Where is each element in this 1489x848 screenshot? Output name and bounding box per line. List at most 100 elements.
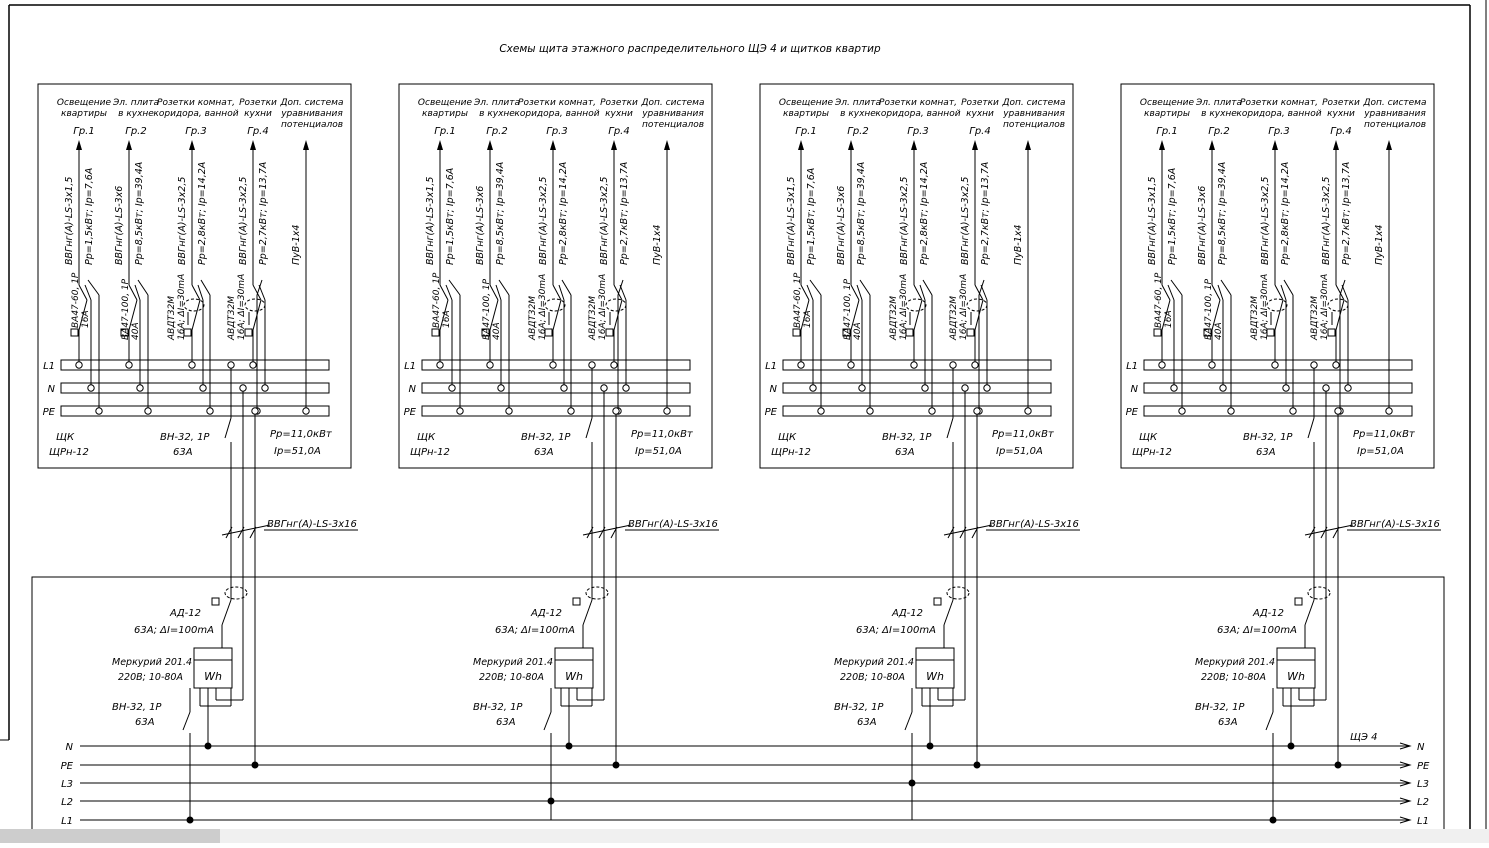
floor-bus-label-left: L3 [61,779,73,790]
breaker-actuator [905,328,914,337]
input-breaker-label: ВН-32, 1Р [1243,432,1293,443]
cable-slash [1320,526,1328,539]
breaker-actuator [431,328,440,337]
terminal [1344,384,1352,392]
meter-box [915,647,955,689]
neutral-wire [1167,284,1175,301]
junction-dot [1287,742,1295,750]
breaker-actuator [183,328,192,337]
cable-slash [610,526,618,539]
cable-slash [598,526,606,539]
arrow-head [1159,140,1165,150]
terminal [809,384,817,392]
meter-box [554,647,594,689]
cable-slash [237,526,245,539]
cable-label: ВВГнг(А)-LS-3х6 [114,186,125,265]
rcd-sensor [966,298,988,312]
group-number-label: Гр.2 [125,126,146,137]
junction-dot [565,742,573,750]
pe-wire [87,279,100,296]
cable-tick [943,524,993,536]
neutral-wire [1280,284,1287,301]
junction-dot [973,761,981,769]
pe-wire [922,279,933,296]
breaker-actuator [544,328,553,337]
pe-wire [256,279,263,296]
input-breaker-rating: 63А [534,447,554,458]
floor-breaker-label: ВН-32, 1Р [473,702,523,713]
floor-bus-label-right: L1 [1417,816,1429,827]
neutral-wire [1217,284,1224,301]
bus-l1 [421,359,691,371]
load-label: Pp=2,8кВт; Ip=14,2А [558,162,569,265]
floor-bus-label-left: N [66,742,74,753]
breaker-label: ВА47-100, 1Р [482,278,492,340]
bus-label: L1 [765,361,777,372]
breaker-label: ВА47-100, 1Р [1204,278,1214,340]
meter-label: Меркурий 201.4 [112,657,192,668]
bus-arrow [1399,797,1412,805]
breaker-label: ВА47-60, 1Р [793,272,803,328]
rcd-sensor [544,298,566,312]
junction-dot [612,761,620,769]
phase-wire [913,284,923,301]
neutral-wire [856,284,863,301]
cable-label: ВВГнг(А)-LS-3х2,5 [599,177,610,265]
floor-breaker-contact [543,711,552,731]
group-number-label: Гр.2 [486,126,507,137]
breaker-label: АВДТ32М [1310,296,1320,341]
total-current: Ip=51,0А [1357,446,1404,457]
breaker-rating: 40А [131,322,141,340]
group-name-label: Розетки комнат,коридора, ванной [875,98,960,119]
rcd-sensor [183,298,205,312]
rcd-label: АД-12 [1252,608,1284,619]
floor-bus-label-right: L2 [1417,797,1429,808]
phase-wire [439,284,449,301]
input-breaker-label: ВН-32, 1Р [521,432,571,443]
pe-wire [809,279,822,296]
horizontal-scrollbar[interactable] [0,829,1489,843]
terminal [1289,407,1297,415]
bus-label: L1 [1126,361,1138,372]
bus-l1 [60,359,330,371]
bus-label: L1 [404,361,416,372]
breaker-contact [191,299,201,331]
phase-wire [552,284,562,301]
cable-slash [225,526,233,539]
terminal [448,384,456,392]
neutral-wire [445,284,453,301]
scrollbar-thumb[interactable] [0,829,220,843]
neutral-wire [558,284,565,301]
load-label: Pp=8,5кВт; Ip=39,4А [856,162,867,265]
terminal [1170,384,1178,392]
arrow-head [550,140,556,150]
total-power: Pp=11,0кВт [1353,429,1416,440]
input-breaker-label: ВН-32, 1Р [882,432,932,443]
load-label: Pp=2,8кВт; Ip=14,2А [197,162,208,265]
load-label: Pp=8,5кВт; Ip=39,4А [1217,162,1228,265]
junction-dot [1334,761,1342,769]
cable-tick [1304,524,1354,536]
arrow-head [1333,140,1339,150]
cable-label: ВВГнг(А)-LS-3х6 [836,186,847,265]
rcd-sensor [905,298,927,312]
terminal [866,407,874,415]
meter-symbol: Wh [1287,670,1305,683]
terminal [1178,407,1186,415]
breaker-contact [78,299,88,331]
terminal [1310,361,1318,369]
neutral-wire [919,284,926,301]
arrow-head [250,140,256,150]
apartment-panel-frame [1120,83,1435,469]
rcd-rating: 63А; ΔI=100mA [1217,625,1297,636]
rcd-contact [943,599,954,626]
breaker-actuator [966,328,975,337]
terminal [858,384,866,392]
total-current: Ip=51,0А [996,446,1043,457]
